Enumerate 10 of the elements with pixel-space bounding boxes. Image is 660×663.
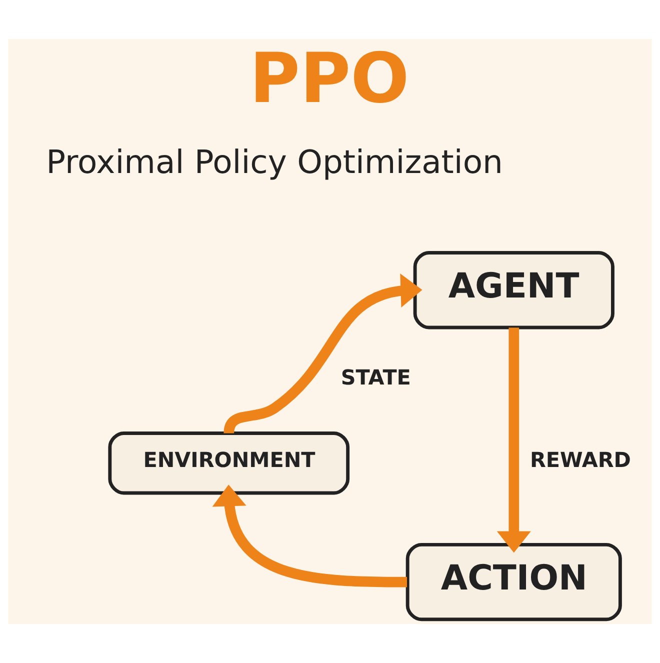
- node-box: AGENT: [413, 251, 614, 330]
- diagram-title: PPO: [250, 39, 410, 120]
- edge-label: REWARD: [530, 448, 631, 472]
- edge-label: STATE: [340, 365, 411, 390]
- label: Proximal Policy Optimization: [46, 142, 503, 181]
- node-box: ENVIRONMENT: [108, 431, 350, 495]
- arrow: [212, 484, 408, 588]
- node-box: ACTION: [406, 542, 622, 622]
- arrow: [496, 328, 531, 553]
- arrow: [224, 274, 422, 434]
